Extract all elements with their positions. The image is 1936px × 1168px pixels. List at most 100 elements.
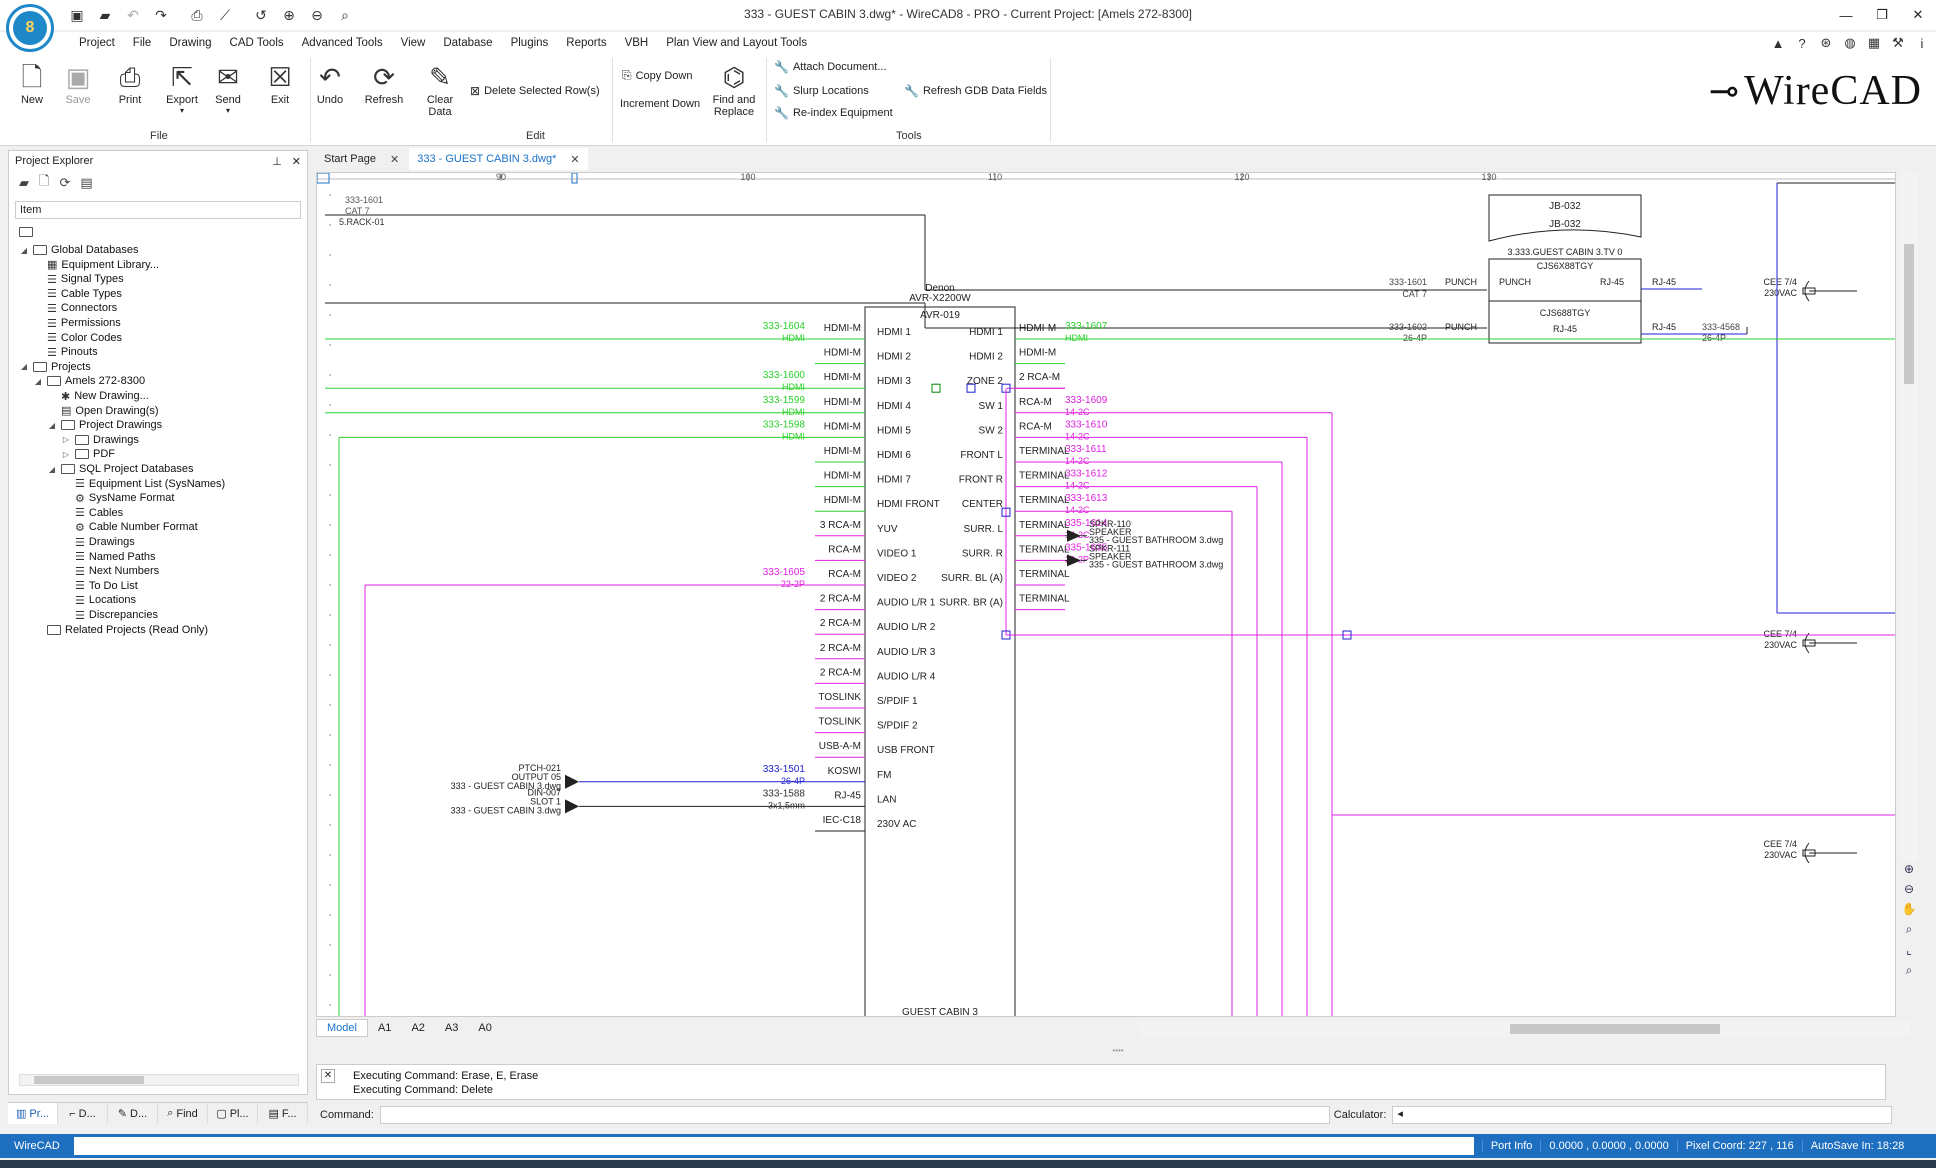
tree-node[interactable]: ☰Cable Types xyxy=(33,285,122,303)
tree-node[interactable]: ☰Cables xyxy=(61,504,123,522)
menu-advanced-tools[interactable]: Advanced Tools xyxy=(301,37,383,49)
splitter-handle[interactable]: •••• xyxy=(1112,1046,1124,1055)
send-button[interactable]: ✉Send▾ xyxy=(206,60,250,115)
measure-icon[interactable]: ⟋ xyxy=(220,6,230,23)
tab-a2[interactable]: A2 xyxy=(411,1022,425,1034)
grip-point[interactable] xyxy=(931,383,941,393)
tab-guest-cabin-drawing[interactable]: 333 - GUEST CABIN 3.dwg*✕ xyxy=(409,148,588,170)
tree-node[interactable]: Related Projects (Read Only) xyxy=(33,621,208,639)
tree-node[interactable]: ▷PDF xyxy=(61,445,115,463)
zoom-out-icon[interactable]: ⊖ xyxy=(1903,882,1915,896)
menu-drawing[interactable]: Drawing xyxy=(169,37,212,49)
minimize-icon[interactable]: — xyxy=(1839,7,1853,23)
calculator-input[interactable]: ◂ xyxy=(1392,1106,1893,1124)
app-logo[interactable]: 8 xyxy=(6,4,54,52)
wrench-icon[interactable]: ⚒ xyxy=(1892,35,1904,50)
menu-reports[interactable]: Reports xyxy=(566,37,607,49)
tab-a0[interactable]: A0 xyxy=(478,1022,492,1034)
calendar-icon[interactable]: ▦ xyxy=(1867,35,1881,50)
tree-node[interactable]: ◢Projects xyxy=(19,358,91,376)
tree-node[interactable]: ◢SQL Project Databases xyxy=(47,460,194,478)
close-tab-icon[interactable]: ✕ xyxy=(570,153,580,166)
tab-a3[interactable]: A3 xyxy=(444,1022,459,1034)
tree-node[interactable]: ☰To Do List xyxy=(61,577,138,595)
scrollbar-thumb[interactable] xyxy=(34,1076,144,1084)
grip-point[interactable] xyxy=(1001,507,1011,517)
print-button[interactable]: ⎙Print xyxy=(108,60,152,106)
tab-model[interactable]: Model xyxy=(316,1019,368,1037)
expand-arrow-icon[interactable]: ◢ xyxy=(20,245,28,255)
tree-node[interactable]: ☰Named Paths xyxy=(61,548,156,566)
menu-plugins[interactable]: Plugins xyxy=(510,37,549,49)
tree-node[interactable]: ✱New Drawing... xyxy=(47,387,149,405)
menu-plan-view[interactable]: Plan View and Layout Tools xyxy=(666,37,808,49)
tree-node[interactable]: ☰Discrepancies xyxy=(61,606,158,624)
refresh-button[interactable]: ⟳Refresh xyxy=(362,60,406,106)
close-icon[interactable]: ✕ xyxy=(1912,7,1924,22)
expand-arrow-icon[interactable]: ◢ xyxy=(34,376,42,386)
zoom-previous-icon[interactable]: ⌕ xyxy=(1905,963,1913,977)
tree-node[interactable]: ⚙SysName Format xyxy=(61,489,174,507)
device-avr-019[interactable] xyxy=(864,306,1016,1017)
zoom-in-icon[interactable]: ⊕ xyxy=(1903,862,1915,876)
find-replace-button[interactable]: ⌬Find and Replace xyxy=(710,60,758,118)
tab-f[interactable]: ▤F... xyxy=(258,1103,308,1124)
junction-box-jb-032[interactable] xyxy=(1488,194,1642,242)
close-log-icon[interactable]: ✕ xyxy=(321,1069,335,1083)
tree-node[interactable]: ☰Drawings xyxy=(61,533,135,551)
globe-icon[interactable]: ⊛ xyxy=(1820,35,1832,50)
open-folder-icon[interactable]: ▰ xyxy=(99,6,111,23)
web-icon[interactable]: ◍ xyxy=(1844,35,1856,50)
tree-node[interactable]: ⚙Cable Number Format xyxy=(61,518,198,536)
expand-arrow-icon[interactable]: ◢ xyxy=(48,420,56,430)
command-input[interactable] xyxy=(379,1106,1330,1124)
tab-d1[interactable]: ⌐D... xyxy=(58,1103,108,1124)
new-document-icon[interactable]: 🗋 xyxy=(39,173,50,188)
tree-root[interactable] xyxy=(19,223,33,241)
restore-icon[interactable]: ❐ xyxy=(1876,7,1888,22)
attach-document-button[interactable]: 🔧Attach Document... xyxy=(774,60,887,74)
zoom-in-icon[interactable]: ⊕ xyxy=(283,6,295,23)
expand-arrow-icon[interactable]: ▷ xyxy=(62,449,70,459)
copy-down-button[interactable]: ⎘Copy Down xyxy=(622,68,692,83)
tree-node[interactable]: ▷Drawings xyxy=(61,431,139,449)
expand-arrow-icon[interactable]: ◢ xyxy=(48,464,56,474)
tree-node[interactable]: ☰Permissions xyxy=(33,314,121,332)
zoom-out-icon[interactable]: ⊖ xyxy=(311,6,323,23)
collapse-ribbon-icon[interactable]: ▲ xyxy=(1771,35,1785,51)
increment-down-button[interactable]: Increment Down xyxy=(620,98,700,110)
menu-view[interactable]: View xyxy=(400,37,426,49)
menu-database[interactable]: Database xyxy=(443,37,493,49)
undo-button[interactable]: ↶Undo xyxy=(308,60,352,106)
tree-node[interactable]: ☰Pinouts xyxy=(33,343,98,361)
zoom-prev-icon[interactable]: ↺ xyxy=(255,6,267,23)
exit-button[interactable]: ☒Exit xyxy=(258,60,302,106)
tree-node[interactable]: ☰Next Numbers xyxy=(61,562,159,580)
tree-column-header[interactable]: Item xyxy=(15,201,301,219)
expand-arrow-icon[interactable]: ◢ xyxy=(20,362,28,372)
tree-node[interactable]: ▤Open Drawing(s) xyxy=(47,402,159,420)
refresh-icon[interactable]: ⟳ xyxy=(59,175,71,190)
menu-cad-tools[interactable]: CAD Tools xyxy=(229,37,284,49)
tree-node[interactable]: ◢Project Drawings xyxy=(47,416,162,434)
tree-node[interactable]: ◢Global Databases xyxy=(19,241,139,259)
scrollbar-thumb[interactable] xyxy=(1510,1024,1720,1034)
zoom-window-icon[interactable]: ⌕ xyxy=(1905,922,1913,936)
menu-vbh[interactable]: VBH xyxy=(624,37,649,49)
grip-point[interactable] xyxy=(1342,630,1352,640)
pan-hand-icon[interactable]: ✋ xyxy=(1901,902,1917,916)
tree-node[interactable]: ☰Locations xyxy=(61,591,136,609)
tab-find[interactable]: ⌕Find xyxy=(158,1103,208,1124)
refresh-gdb-button[interactable]: 🔧Refresh GDB Data Fields xyxy=(904,84,1047,98)
clear-data-button[interactable]: ✎Clear Data xyxy=(418,60,462,118)
tree-node[interactable]: ☰Signal Types xyxy=(33,270,124,288)
tab-project-explorer[interactable]: ▥Pr... xyxy=(8,1103,58,1124)
expand-arrow-icon[interactable]: ▷ xyxy=(62,435,70,445)
save-button[interactable]: ▣Save xyxy=(56,60,100,106)
tab-plugins[interactable]: ▢Pl... xyxy=(208,1103,258,1124)
tree-node[interactable]: ▦Equipment Library... xyxy=(33,256,159,274)
close-panel-icon[interactable]: ✕ xyxy=(291,155,301,168)
tab-d2[interactable]: ✎D... xyxy=(108,1103,158,1124)
